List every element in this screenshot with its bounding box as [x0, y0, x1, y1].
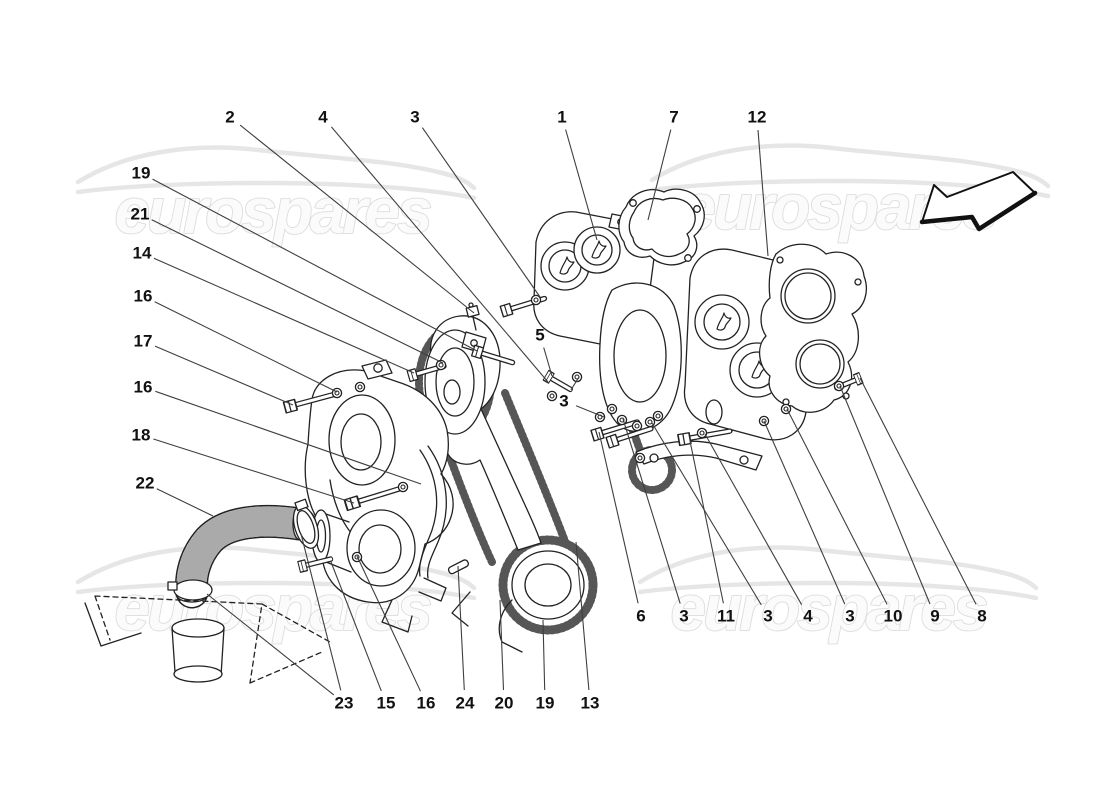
- mounting-bracket: [635, 440, 763, 471]
- watermark-text: eurospares: [114, 175, 430, 247]
- intake-hose: [175, 504, 317, 609]
- gasket-7: [618, 188, 705, 266]
- watermark-text: eurospares: [670, 572, 986, 644]
- hose-clamp: [167, 579, 213, 601]
- dowel-pin: [447, 559, 470, 575]
- left-arrow-icon: [919, 171, 1038, 232]
- gasket-12: [759, 243, 867, 413]
